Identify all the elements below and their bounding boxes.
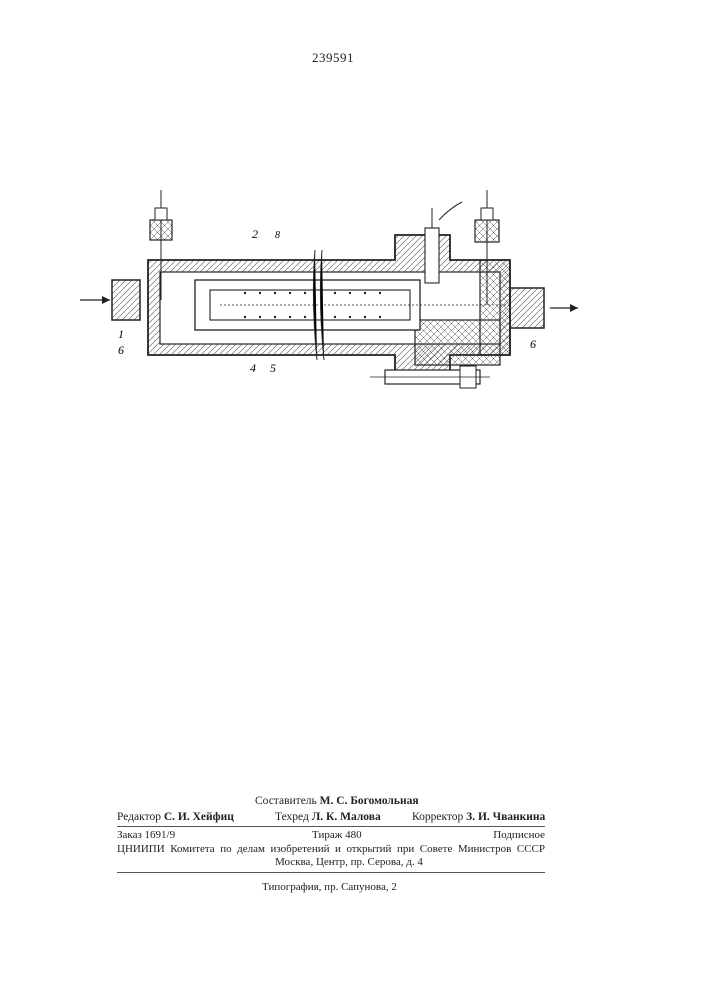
outlet-arrow	[550, 304, 578, 312]
part-label: 6	[530, 337, 536, 351]
part-label: 1	[118, 327, 124, 341]
subscription: Подписное	[493, 829, 545, 841]
part-label: 2	[252, 227, 258, 241]
device-cross-section-drawing: 2 8 6 1 4 5 6	[70, 180, 590, 400]
divider	[117, 872, 545, 873]
composer-line: Составитель М. С. Богомольная	[255, 795, 419, 807]
address: Москва, Центр, пр. Серова, д. 4	[275, 856, 423, 868]
divider	[117, 826, 545, 827]
print-info-row: Заказ 1691/9 Тираж 480 Подписное	[117, 829, 545, 843]
typography: Типография, пр. Сапунова, 2	[262, 881, 397, 893]
inlet-arrow	[80, 296, 110, 304]
part-label: 5	[270, 361, 276, 375]
part-label: 4	[250, 361, 256, 375]
page-number: 239591	[312, 50, 354, 66]
part-label: 8	[275, 230, 280, 241]
right-fitting	[510, 288, 544, 328]
order-number: Заказ 1691/9	[117, 829, 175, 841]
part-label: 6	[118, 343, 124, 357]
organization: ЦНИИПИ Комитета по делам изобретений и о…	[117, 843, 545, 855]
editor: Редактор С. И. Хейфиц	[117, 811, 234, 823]
corrector: Корректор З. И. Чванкина	[412, 811, 545, 823]
staff-row: Редактор С. И. Хейфиц Техред Л. К. Малов…	[117, 811, 545, 827]
composer-name: М. С. Богомольная	[320, 795, 419, 807]
composer-label: Составитель	[255, 795, 317, 807]
techred: Техред Л. К. Малова	[275, 811, 381, 823]
right-insulation	[480, 260, 510, 355]
left-fitting	[112, 280, 140, 320]
circulation: Тираж 480	[312, 829, 362, 841]
